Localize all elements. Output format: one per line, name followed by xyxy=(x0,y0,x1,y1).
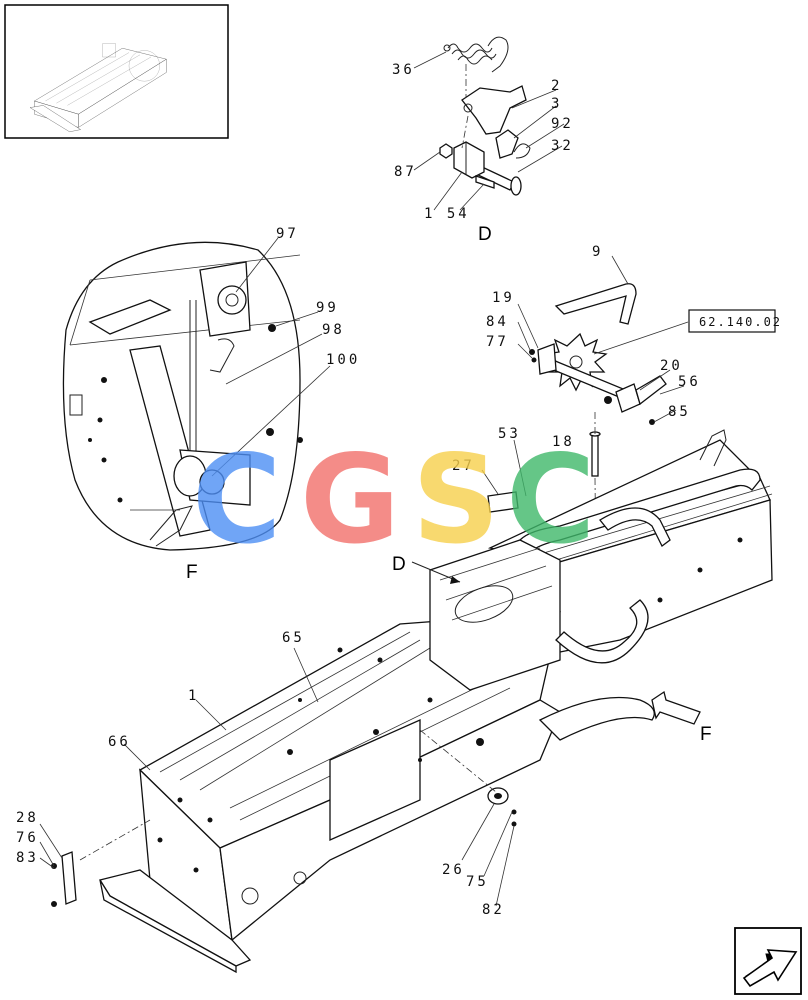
plate-part-3 xyxy=(495,129,519,159)
rotor-assembly: 9 19 84 77 20 56 85 18 53 27 xyxy=(452,244,701,581)
main-chassis: D 65 1 66 F 28 76 83 26 75 82 xyxy=(16,429,773,974)
label-19: 19 xyxy=(492,290,515,306)
label-28: 28 xyxy=(16,810,39,826)
label-99: 99 xyxy=(316,300,339,316)
label-65: 65 xyxy=(282,630,305,646)
reference-box-label: 62.140.02 xyxy=(699,315,782,329)
label-36: 36 xyxy=(392,62,415,78)
label-9: 9 xyxy=(592,244,603,260)
detail-d-assembly: 36 2 3 92 32 87 1 54 D xyxy=(392,36,574,245)
overview-thumbnail[interactable] xyxy=(4,4,229,139)
watermark-c1: C xyxy=(192,429,282,571)
view-f-label: F xyxy=(700,724,712,745)
bolt-part-54 xyxy=(475,175,495,189)
label-2: 2 xyxy=(551,78,562,94)
detail-f-title: F xyxy=(186,562,198,583)
label-100: 100 xyxy=(326,352,360,368)
label-53: 53 xyxy=(498,426,521,442)
label-20: 20 xyxy=(660,358,683,374)
reference-box[interactable]: 62.140.02 xyxy=(688,309,782,333)
watermark-c2: C xyxy=(506,429,596,571)
label-18: 18 xyxy=(552,434,575,450)
clip-part-92 xyxy=(513,143,531,159)
spring-part-36 xyxy=(443,36,509,73)
label-87: 87 xyxy=(394,164,417,180)
label-32: 32 xyxy=(551,138,574,154)
watermark-s: S xyxy=(412,429,500,571)
rod-part-9 xyxy=(554,283,637,325)
bracket-part-2 xyxy=(461,85,527,135)
label-98: 98 xyxy=(322,322,345,338)
label-75: 75 xyxy=(466,874,489,890)
label-84: 84 xyxy=(486,314,509,330)
label-97: 97 xyxy=(276,226,299,242)
watermark-g: G xyxy=(300,429,400,571)
label-27: 27 xyxy=(452,458,475,474)
label-77: 77 xyxy=(486,334,509,350)
cgsc-watermark: C G S C xyxy=(192,429,596,571)
nut-part-87 xyxy=(439,143,453,159)
label-85: 85 xyxy=(668,404,691,420)
navigate-back-icon[interactable] xyxy=(734,927,802,995)
detail-f-view: 97 99 98 100 F xyxy=(62,226,360,583)
label-56: 56 xyxy=(678,374,701,390)
label-92: 92 xyxy=(551,116,574,132)
detail-d-title: D xyxy=(478,224,492,245)
label-83: 83 xyxy=(16,850,39,866)
plate-part-27 xyxy=(487,491,519,513)
view-f-arrow xyxy=(651,690,701,725)
callout-d: D xyxy=(392,554,406,575)
label-76: 76 xyxy=(16,830,39,846)
label-3: 3 xyxy=(551,96,562,112)
label-1: 1 xyxy=(188,688,199,704)
block-part-1 xyxy=(453,141,485,179)
label-1-54: 1 54 xyxy=(424,206,470,222)
label-66: 66 xyxy=(108,734,131,750)
label-82: 82 xyxy=(482,902,505,918)
label-26: 26 xyxy=(442,862,465,878)
